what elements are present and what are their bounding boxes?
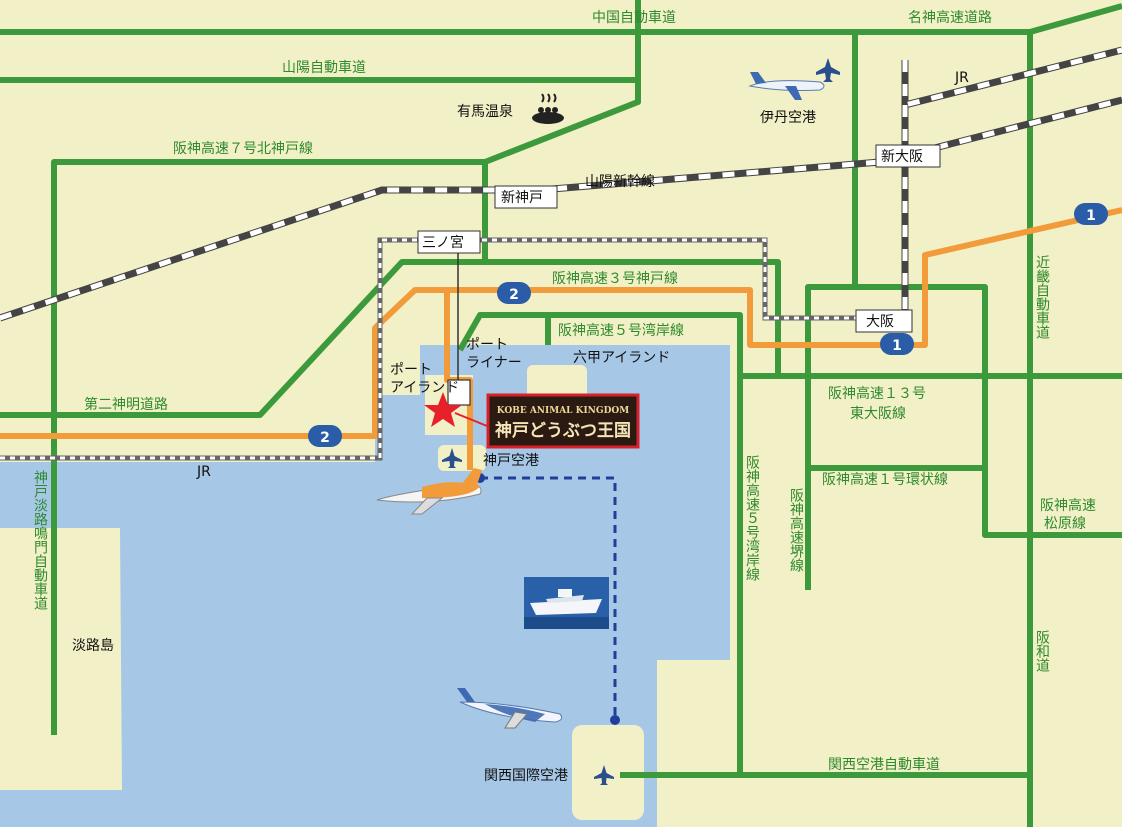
kak-sign-jp: 神戸どうぶつ王国 bbox=[495, 420, 631, 441]
star-marker-icon bbox=[424, 392, 462, 427]
hot-spring-icon bbox=[532, 93, 564, 124]
label-itami: 伊丹空港 bbox=[760, 110, 816, 126]
label-hanwa: 阪和道 bbox=[1034, 630, 1050, 673]
label-meishin: 名神高速道路 bbox=[908, 9, 992, 26]
star-pointer bbox=[454, 412, 493, 429]
label-sanyo-exp: 山陽自動車道 bbox=[282, 59, 366, 76]
label-port-island-1: ポート bbox=[390, 362, 432, 378]
shield-2b: 2 bbox=[320, 430, 330, 446]
label-higashi-osaka-2: 東大阪線 bbox=[850, 406, 906, 422]
shield-2a: 2 bbox=[509, 287, 519, 303]
kak-sign-en: KOBE ANIMAL KINGDOM bbox=[497, 406, 629, 416]
shield-1a: 1 bbox=[1086, 208, 1096, 224]
label-sanyo-shinkansen: 山陽新幹線 bbox=[585, 173, 655, 190]
shin-osaka-box bbox=[875, 144, 941, 168]
label-kix-exp: 関西空港自動車道 bbox=[828, 756, 940, 773]
plane-orange bbox=[376, 468, 482, 515]
plane-kix bbox=[457, 688, 563, 729]
label-kobe-awaji: 神戸淡路鳴門自動車道 bbox=[32, 470, 48, 611]
label-kita-kobe: 阪神高速７号北神戸線 bbox=[173, 140, 313, 157]
label-higashi-osaka-1: 阪神高速１３号 bbox=[828, 385, 926, 402]
label-kobe-airport: 神戸空港 bbox=[483, 453, 539, 469]
label-kinki: 近畿自動車道 bbox=[1034, 255, 1050, 340]
label-daini-shinmei: 第二神明道路 bbox=[84, 396, 168, 413]
label-chugoku: 中国自動車道 bbox=[592, 9, 676, 26]
ship-icon bbox=[524, 577, 609, 629]
shin-kobe-box bbox=[494, 185, 558, 209]
label-portliner-2: ライナー bbox=[466, 355, 522, 371]
sea bbox=[0, 345, 730, 827]
kobe-airport-island bbox=[438, 445, 486, 471]
kix-island bbox=[572, 725, 644, 820]
label-kanjo: 阪神高速１号環状線 bbox=[822, 471, 948, 488]
label-sakai: 阪神高速堺線 bbox=[788, 488, 804, 572]
label-rokko: 六甲アイランド bbox=[573, 350, 670, 366]
label-matsubara-2: 松原線 bbox=[1044, 516, 1086, 532]
label-jr-top: JR bbox=[954, 70, 969, 86]
label-arima: 有馬温泉 bbox=[457, 103, 513, 120]
label-portliner-1: ポート bbox=[466, 337, 508, 353]
awaji-island bbox=[0, 528, 122, 790]
route-dot-kix bbox=[610, 715, 620, 725]
plane-itami bbox=[748, 72, 825, 100]
label-shin-osaka: 新大阪 bbox=[881, 149, 923, 165]
label-jr-bottom: JR bbox=[196, 464, 211, 480]
route-shields bbox=[308, 203, 1108, 447]
label-shin-kobe: 新神戸 bbox=[501, 190, 543, 206]
label-matsubara-1: 阪神高速 bbox=[1040, 497, 1096, 514]
map-labels: 中国自動車道 名神高速道路 山陽自動車道 有馬温泉 伊丹空港 JR 阪神高速７号… bbox=[32, 9, 1096, 784]
ferry-route bbox=[480, 476, 617, 720]
label-wangan5: 阪神高速５号湾岸線 bbox=[558, 322, 684, 339]
label-kix: 関西国際空港 bbox=[484, 768, 568, 784]
osaka-box bbox=[855, 309, 913, 333]
label-awaji: 淡路島 bbox=[72, 638, 114, 654]
sannomiya-box bbox=[417, 230, 481, 254]
kak-sign bbox=[486, 393, 640, 449]
airplane-icon bbox=[442, 58, 840, 785]
label-osaka: 大阪 bbox=[866, 314, 894, 330]
label-port-island-2: アイランド bbox=[390, 380, 459, 396]
shield-1b: 1 bbox=[892, 338, 902, 354]
label-sannomiya: 三ノ宮 bbox=[422, 235, 464, 251]
label-kobe-line: 阪神高速３号神戸線 bbox=[552, 270, 678, 287]
label-wangan5-v: 阪神高速５号湾岸線 bbox=[744, 455, 760, 581]
rokko-island bbox=[527, 365, 587, 400]
